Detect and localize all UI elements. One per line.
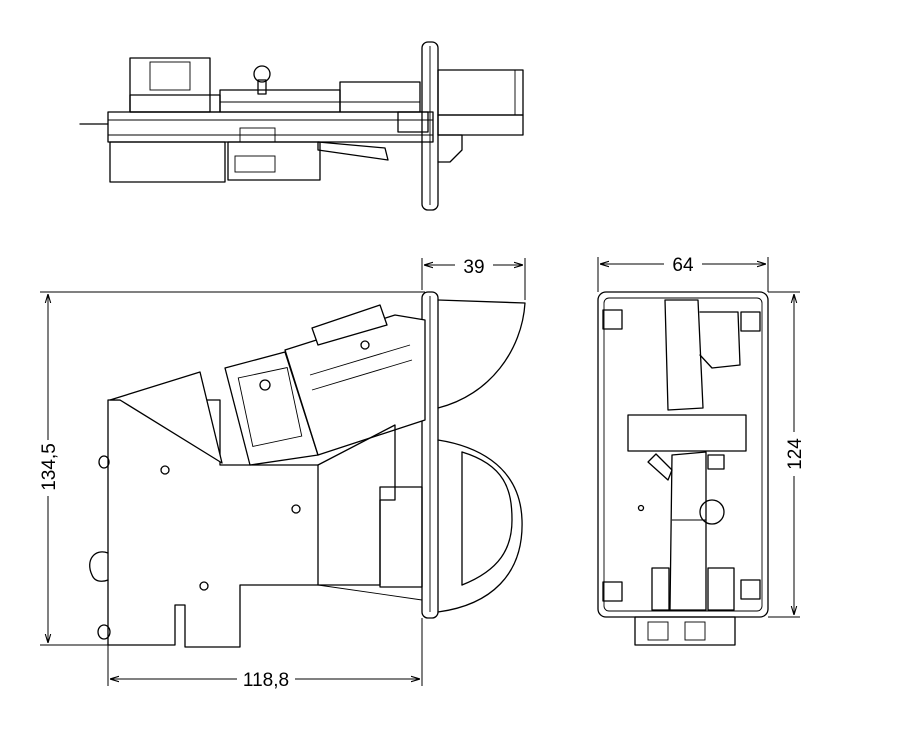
- side-view: [89, 291, 526, 648]
- dim-label-124: 124: [785, 438, 806, 470]
- dimension-total-height: 134,5: [37, 291, 425, 646]
- top-view: [79, 41, 524, 211]
- dim-label-64: 64: [672, 255, 694, 276]
- dimension-width: 64: [597, 253, 769, 292]
- dimension-front-height: 124: [768, 291, 806, 618]
- dim-label-39: 39: [463, 257, 484, 278]
- dim-label-134-5: 134,5: [39, 443, 60, 491]
- dim-label-118-8: 118,8: [243, 670, 289, 691]
- dimension-depth-front: 39: [421, 255, 526, 300]
- dimension-body-length: 118,8: [107, 618, 423, 691]
- front-view: [597, 291, 769, 646]
